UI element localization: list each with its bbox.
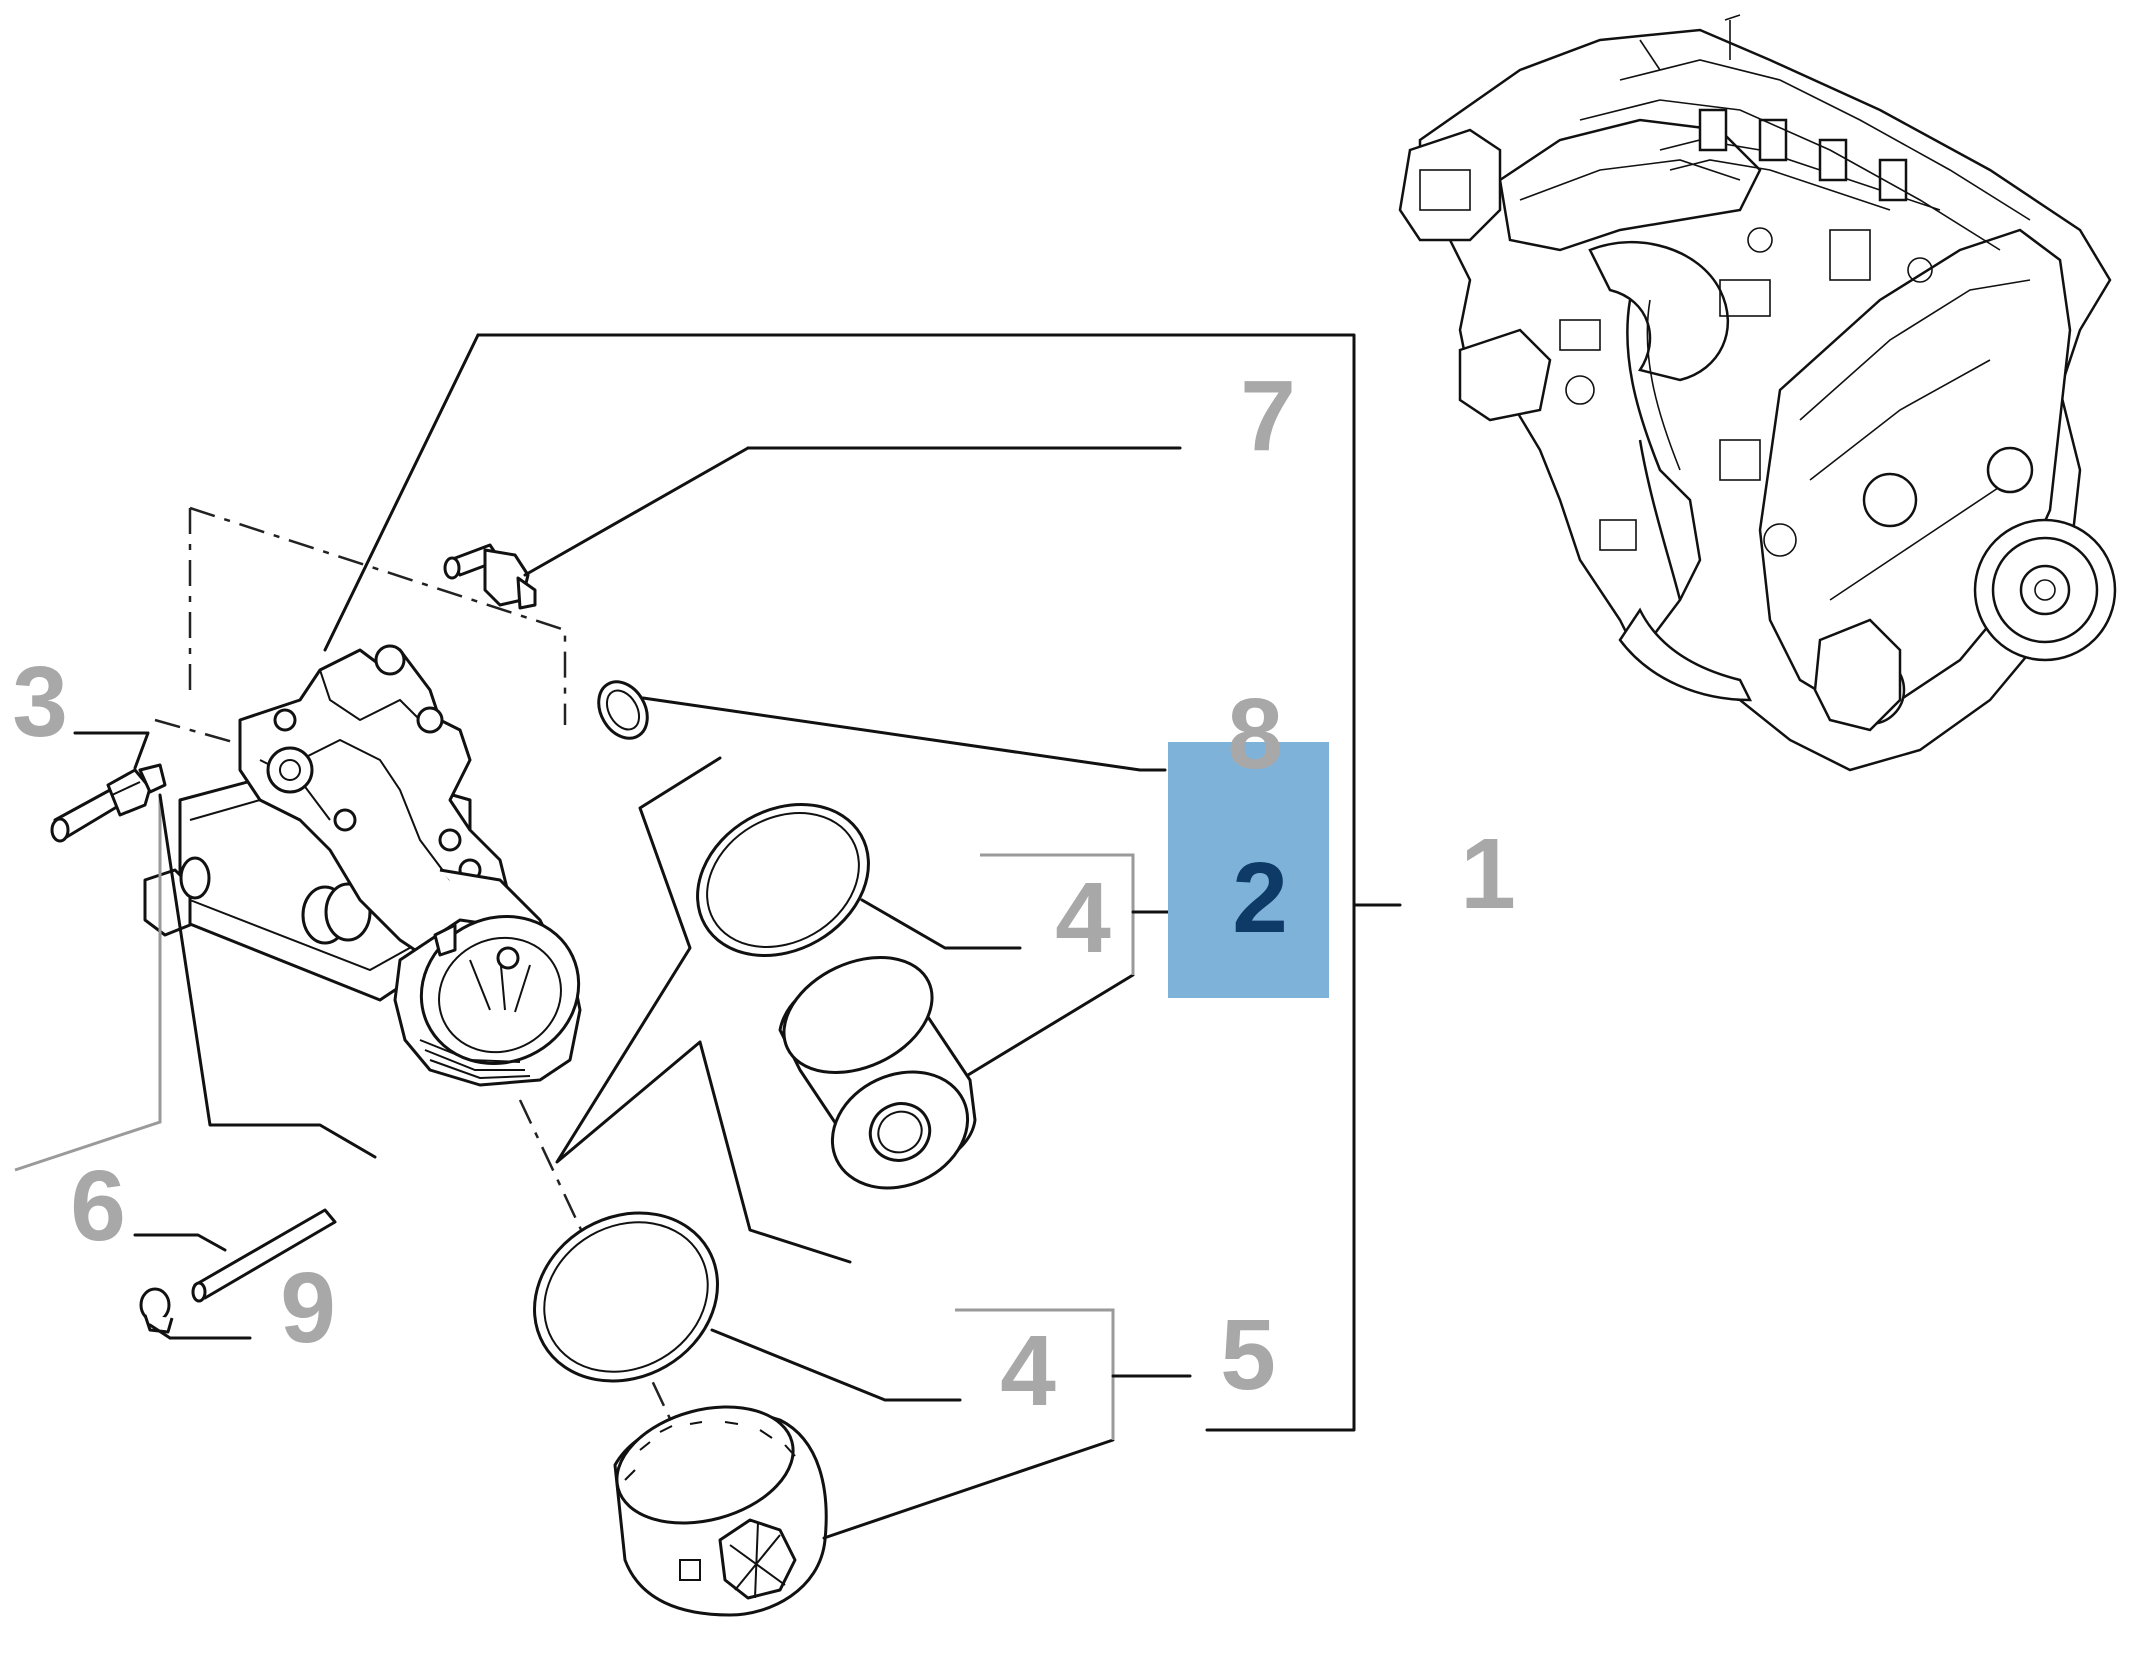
callout-4-lower[interactable]: 4 [1000, 1315, 1056, 1427]
oil-pressure-switch [443, 543, 537, 610]
callout-3[interactable]: 3 [12, 646, 68, 758]
callout-6[interactable]: 6 [70, 1150, 126, 1262]
oil-filter-cover-cap [613, 1405, 828, 1617]
upper-sealing-ring [696, 803, 870, 957]
oil-filter-housing-assembly [143, 644, 582, 1087]
callout-9[interactable]: 9 [280, 1252, 336, 1364]
oil-temperature-sensor [50, 763, 167, 843]
oil-filter-cartridge [778, 955, 977, 1190]
leader-lines [14, 333, 1402, 1540]
callout-2[interactable]: 2 [1232, 842, 1288, 954]
selected-item-highlight[interactable] [1168, 742, 1329, 998]
callout-7[interactable]: 7 [1240, 360, 1296, 472]
callout-4-upper[interactable]: 4 [1055, 862, 1111, 974]
dowel-pin [191, 1208, 337, 1303]
threaded-plug [139, 1287, 174, 1334]
callout-5[interactable]: 5 [1220, 1299, 1276, 1411]
callout-1[interactable]: 1 [1460, 818, 1516, 930]
callout-8[interactable]: 8 [1227, 678, 1283, 790]
small-sealing-ring [597, 680, 649, 740]
engine-overview-illustration [1398, 14, 2117, 772]
callout-labels: 1 2 3 4 4 5 6 7 8 9 [12, 360, 1516, 1427]
lower-sealing-ring [533, 1211, 719, 1383]
